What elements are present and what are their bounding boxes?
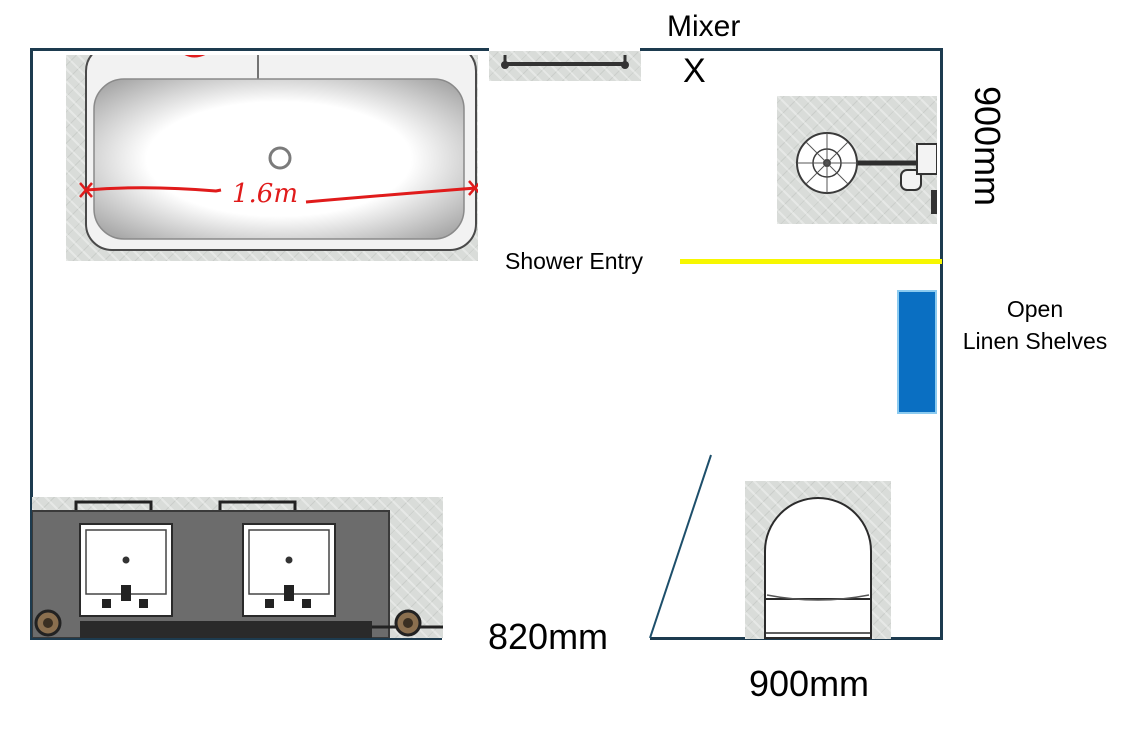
wall-top-left [30, 48, 489, 51]
linen-shelves-label: Open Linen Shelves [950, 293, 1120, 357]
vanity-image [31, 497, 443, 639]
mixer-mark: X [683, 52, 706, 90]
shower-entry-line [680, 259, 942, 264]
shower-entry-label: Shower Entry [505, 248, 644, 274]
wall-left [30, 48, 33, 640]
toilet-image [745, 481, 891, 639]
wall-right [940, 48, 943, 640]
shower-image [777, 96, 938, 224]
wall-bottom-left [30, 637, 442, 640]
bath-length-measure-line [85, 186, 477, 204]
linen-shelves-label-line2: Linen Shelves [962, 328, 1108, 354]
door-swing-line [649, 454, 712, 639]
mixer-label: Mixer [667, 10, 741, 43]
towel-rail-icon [501, 55, 629, 69]
bathtub-drawing [79, 44, 482, 251]
bathtub-image: 1.6m [66, 44, 482, 261]
rain-shower-head-icon [796, 132, 938, 214]
toilet-icon [764, 497, 872, 639]
wall-top-right [640, 48, 943, 51]
bath-length-label: 1.6m [232, 179, 299, 209]
dim-900-bottom: 900mm [749, 663, 870, 704]
linen-shelves-label-line1: Open [1006, 296, 1064, 322]
linen-shelves [897, 290, 937, 414]
dim-820: 820mm [488, 616, 609, 657]
dim-900-right: 900mm [967, 86, 1008, 207]
double-basin-vanity-icon [31, 500, 443, 639]
towel-rail-image [489, 51, 641, 81]
